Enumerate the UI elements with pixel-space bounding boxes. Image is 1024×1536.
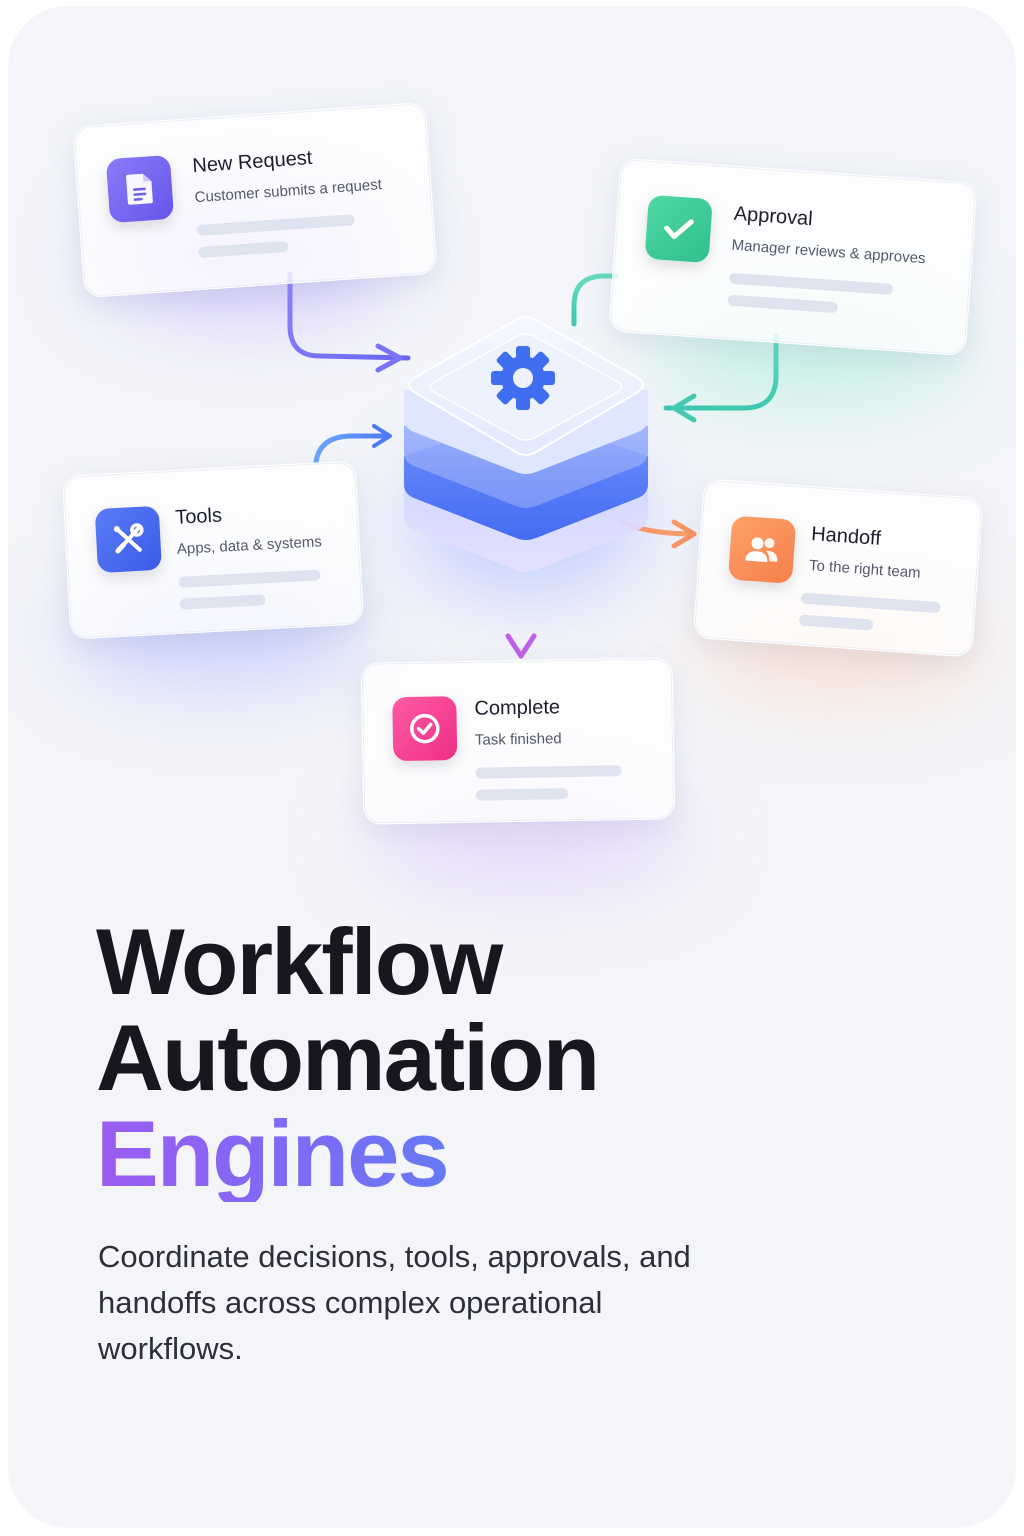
placeholder-bar xyxy=(179,594,266,610)
card-tools[interactable]: Tools Apps, data & systems xyxy=(61,460,365,640)
card-subtitle: Customer submits a request xyxy=(194,176,383,207)
placeholder-bar xyxy=(728,272,894,296)
placeholder-bar xyxy=(198,240,289,259)
title-line-3-accent: Engines xyxy=(96,1106,598,1202)
checkmark-icon xyxy=(664,219,694,240)
document-icon xyxy=(126,173,153,205)
people-icon xyxy=(745,537,778,563)
arrow-new-request xyxy=(375,343,403,373)
arrow-handoff xyxy=(671,519,697,549)
card-title: Approval xyxy=(733,202,814,231)
title-line-2: Automation xyxy=(96,1005,600,1110)
placeholder-bar xyxy=(800,592,941,614)
icon-tile-tools xyxy=(94,505,162,574)
automation-engine xyxy=(404,316,648,572)
card-title: Handoff xyxy=(810,523,882,550)
card-complete[interactable]: Complete Task finished xyxy=(360,657,676,825)
card-subtitle: Manager reviews & approves xyxy=(731,236,927,268)
connector-approval-out xyxy=(663,333,779,411)
card-subtitle: Task finished xyxy=(474,730,562,749)
gear-icon xyxy=(491,346,555,410)
card-handoff[interactable]: Handoff To the right team xyxy=(692,478,984,658)
connector-new-request xyxy=(287,271,411,361)
card-new-request[interactable]: New Request Customer submits a request xyxy=(72,101,438,299)
description: Coordinate decisions, tools, approvals, … xyxy=(98,1239,691,1366)
title-line-1: Workflow xyxy=(96,909,503,1014)
card-title: Tools xyxy=(174,504,223,529)
connector-tools xyxy=(313,433,391,465)
tools-icon xyxy=(113,523,144,554)
placeholder-bar xyxy=(178,569,321,588)
connectors xyxy=(287,271,779,661)
icon-tile-handoff xyxy=(727,515,797,584)
placeholder-bar xyxy=(196,214,355,237)
card-title: Complete xyxy=(474,696,561,720)
placeholder-bar xyxy=(475,788,569,801)
icon-tile-approval xyxy=(644,194,713,264)
card-title: New Request xyxy=(191,146,314,178)
card-approval[interactable]: Approval Manager reviews & approves xyxy=(608,157,978,357)
placeholder-bar xyxy=(727,294,838,314)
arrow-approval xyxy=(671,393,697,423)
card-subtitle: To the right team xyxy=(808,556,922,582)
card-subtitle: Apps, data & systems xyxy=(176,533,323,558)
arrow-complete xyxy=(505,633,537,659)
connector-approval-in xyxy=(571,273,619,327)
arrow-tools xyxy=(372,424,392,448)
check-circle-icon xyxy=(410,713,440,744)
placeholder-bar xyxy=(798,614,874,631)
page-title: Workflow Automation Engines xyxy=(96,909,600,1202)
icon-tile-new-request xyxy=(105,154,175,224)
page-frame: New Request Customer submits a request A… xyxy=(8,6,1016,1528)
placeholder-bar xyxy=(475,765,622,779)
icon-tile-complete xyxy=(392,696,458,762)
